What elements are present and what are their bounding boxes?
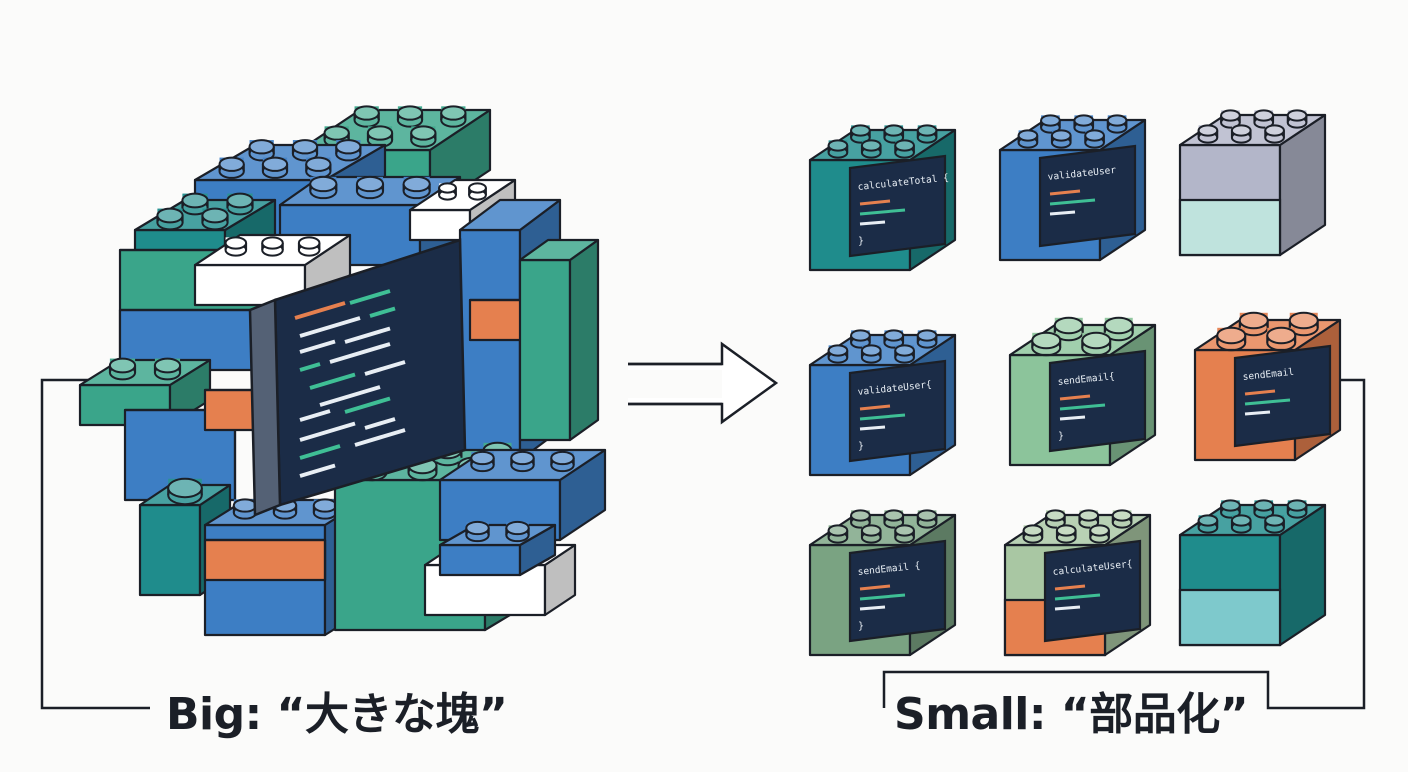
module-code-line	[1049, 198, 1096, 206]
module-block: calculateUser{	[1003, 509, 1152, 657]
code-line	[364, 417, 396, 430]
module-block: validateUser	[998, 114, 1147, 262]
module-code-line	[1054, 593, 1101, 601]
module-code-line	[859, 404, 891, 411]
module-code-line	[1244, 389, 1276, 396]
module-code-line	[1049, 210, 1076, 216]
small-caption: Small: “部品化”	[888, 678, 1255, 742]
module-code-panel	[1048, 349, 1147, 453]
module-code-line	[859, 593, 906, 601]
module-code-line	[1049, 189, 1081, 196]
module-code-line	[859, 220, 886, 226]
module-code-line	[859, 584, 891, 591]
module-code-panel	[848, 539, 947, 643]
code-line	[349, 289, 391, 305]
module-code-line	[859, 605, 886, 611]
code-screen	[248, 238, 467, 517]
code-line	[299, 316, 361, 338]
module-closing-brace: }	[858, 441, 864, 452]
code-line	[299, 444, 341, 460]
code-line	[299, 362, 321, 372]
brick-bottom-white-blue	[438, 520, 557, 577]
code-line	[309, 372, 356, 390]
brick-white-left	[193, 233, 352, 307]
module-code-panel	[1043, 539, 1142, 643]
module-code-line	[859, 199, 891, 206]
small-bracket-line	[882, 378, 1366, 710]
big-caption: Big: “大きな塊”	[160, 678, 514, 742]
module-code-line	[859, 413, 906, 421]
code-line	[294, 301, 346, 320]
module-code-line	[1059, 394, 1091, 401]
code-line	[319, 385, 381, 407]
module-block: sendEmail	[1193, 311, 1342, 462]
module-code-line	[859, 425, 886, 431]
module-block: sendEmail{}	[1008, 316, 1157, 467]
module-code-line	[859, 208, 906, 216]
code-line	[299, 409, 331, 422]
module-code-panel	[1233, 344, 1332, 448]
module-closing-brace: }	[858, 621, 864, 632]
accent-orange-bottom	[203, 538, 327, 582]
code-line	[299, 463, 336, 478]
module-block: sendEmail {}	[808, 509, 957, 657]
code-line	[369, 306, 396, 318]
module-code-line	[1054, 605, 1081, 611]
module-lower-band	[1178, 198, 1282, 257]
module-code-line	[1054, 584, 1086, 591]
module-closing-brace: }	[1058, 431, 1064, 442]
module-code-line	[1244, 410, 1271, 416]
module-block: validateUser{}	[808, 329, 957, 477]
module-code-panel	[1038, 144, 1137, 248]
monolith-block	[78, 105, 607, 637]
code-line	[299, 339, 336, 354]
module-code-line	[1059, 415, 1086, 421]
module-code-line	[1059, 403, 1106, 411]
module-block	[1178, 109, 1327, 257]
module-code-line	[1244, 398, 1291, 406]
big-bracket-line	[40, 378, 150, 710]
module-closing-brace: }	[858, 236, 864, 247]
module-label: sendEmail	[1242, 367, 1294, 383]
module-lower-band	[1178, 588, 1282, 647]
module-code-panel	[848, 154, 947, 258]
code-line	[364, 360, 406, 376]
module-grid: calculateTotal {} validateUser validateUse…	[808, 109, 1342, 657]
module-block	[1178, 499, 1327, 647]
code-line	[299, 421, 356, 442]
module-code-panel	[848, 359, 947, 463]
code-line	[344, 326, 391, 344]
column-right-green	[518, 238, 600, 442]
code-line	[354, 428, 406, 447]
code-line	[329, 342, 391, 364]
code-line	[344, 396, 391, 414]
module-block: calculateTotal {}	[808, 124, 957, 272]
